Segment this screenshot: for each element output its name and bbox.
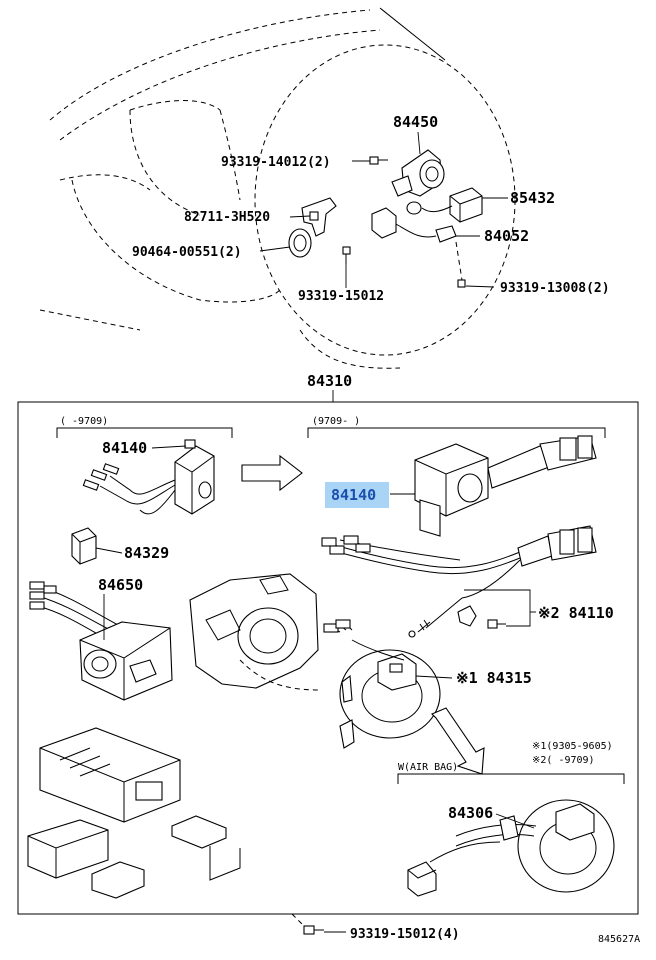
label-93319-15012-top: 93319-15012: [298, 289, 384, 304]
label-note1: ※1(9305-9605): [532, 741, 613, 752]
assembly-84310-box: [17, 390, 639, 915]
part-84110-wiper-switch: [321, 525, 597, 638]
part-84306-spiral-cable: [407, 799, 615, 897]
dashboard-outline: [39, 7, 446, 331]
part-84450-ignition-switch: [391, 149, 445, 197]
label-82711-3H520: 82711-3H520: [184, 210, 270, 225]
screw-93319-13008: [455, 241, 466, 288]
supersession-arrow: [241, 454, 303, 492]
label-w-airbag: W(AIR BAG): [398, 762, 458, 773]
label-84315: ※1 84315: [456, 669, 532, 687]
main-leader-lines: [95, 445, 536, 933]
top-leader-lines: [259, 131, 508, 288]
label-93319-14012: 93319-14012(2): [221, 155, 331, 170]
label-93319-13008: 93319-13008(2): [500, 281, 610, 296]
labels: 84450 93319-14012(2) 85432 82711-3H520 8…: [60, 113, 640, 945]
screw-93319-15012-bottom: [291, 913, 324, 935]
part-84140-old-switch: [82, 439, 215, 515]
label-93319-15012-bottom: 93319-15012(4): [350, 927, 460, 942]
screw-93319-15012-top: [342, 246, 351, 264]
part-ecu-box: [39, 727, 181, 823]
range-brackets: [56, 427, 606, 438]
highlight-box-84140: [325, 482, 389, 508]
part-90464-clip: [288, 228, 312, 258]
part-85432-unit: [406, 187, 483, 223]
steering-wheel: [254, 44, 516, 369]
label-90464-00551: 90464-00551(2): [132, 245, 242, 260]
label-84306: 84306: [448, 804, 493, 822]
part-84052-switch: [371, 207, 457, 243]
label-84650: 84650: [98, 576, 143, 594]
part-lower-connectors: [27, 815, 241, 899]
part-82711-bracket: [301, 197, 337, 237]
airbag-variant-box: [397, 773, 625, 784]
part-84329-connector: [71, 527, 97, 565]
part-84140-new-switch: [414, 435, 597, 537]
label-85432: 85432: [510, 189, 555, 207]
screw-93319-14012: [369, 156, 388, 165]
label-84329: 84329: [124, 544, 169, 562]
label-range-right: (9709- ): [312, 416, 360, 427]
label-diagram-code: 845627A: [598, 934, 640, 945]
label-84450: 84450: [393, 113, 438, 131]
label-84052: 84052: [484, 227, 529, 245]
label-range-left: ( -9709): [60, 416, 108, 427]
label-84310: 84310: [307, 372, 352, 390]
part-84650-switch: [29, 581, 173, 701]
part-84315-spiral-cable: [323, 619, 441, 749]
label-84140-left: 84140: [102, 439, 147, 457]
label-note2: ※2( -9709): [532, 755, 595, 766]
column-assembly: [189, 573, 321, 691]
label-84140-right: 84140: [331, 486, 376, 504]
label-84110: ※2 84110: [538, 604, 614, 622]
